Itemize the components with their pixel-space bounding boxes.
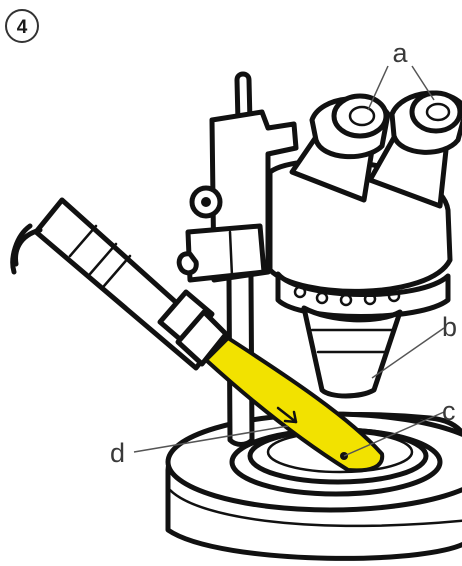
label-d: d: [110, 438, 125, 468]
needle-holder: [13, 200, 226, 368]
step-number: 4: [17, 17, 28, 38]
label-a: a: [392, 38, 408, 68]
label-c: c: [442, 396, 456, 426]
label-b: b: [442, 312, 457, 342]
step-badge: 4: [6, 10, 38, 42]
